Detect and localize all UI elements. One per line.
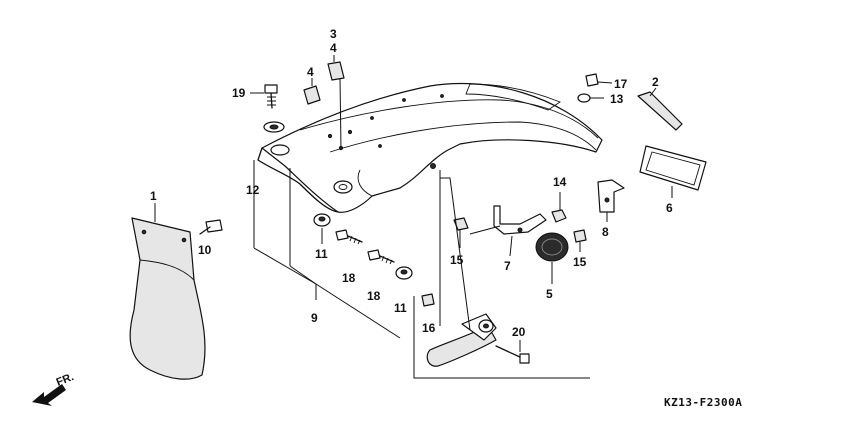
front-direction-arrow: FR. bbox=[32, 371, 76, 406]
label-8: 8 bbox=[602, 225, 609, 239]
bolt-18-lower bbox=[367, 249, 395, 265]
label-2: 2 bbox=[652, 75, 659, 89]
washer-13 bbox=[577, 93, 604, 103]
label-9: 9 bbox=[311, 311, 318, 325]
collar-11-lower bbox=[395, 266, 413, 280]
label-6: 6 bbox=[666, 201, 673, 215]
label-18-lower: 18 bbox=[367, 289, 381, 303]
label-11-lower: 11 bbox=[394, 301, 407, 315]
assembly-frame bbox=[413, 170, 590, 379]
reflector-6 bbox=[639, 145, 707, 198]
label-17: 17 bbox=[614, 77, 628, 91]
clip-4-left bbox=[303, 78, 321, 105]
bracket-8 bbox=[597, 179, 625, 222]
diagram-code: KZ13-F2300A bbox=[664, 396, 742, 409]
label-7: 7 bbox=[504, 259, 511, 273]
bolt-10 bbox=[199, 219, 223, 235]
bolt-17 bbox=[585, 73, 613, 87]
clip-3-4 bbox=[327, 55, 345, 151]
label-15-left: 15 bbox=[450, 253, 464, 267]
label-13: 13 bbox=[610, 92, 624, 106]
label-12: 12 bbox=[246, 183, 260, 197]
nut-15-left bbox=[453, 217, 469, 248]
label-18-upper: 18 bbox=[342, 271, 356, 285]
label-4-upper: 4 bbox=[330, 41, 337, 55]
grommet-12 bbox=[263, 121, 285, 133]
label-14: 14 bbox=[553, 175, 567, 189]
label-3: 3 bbox=[330, 27, 337, 41]
bolt-18-upper bbox=[335, 229, 363, 245]
nut-14 bbox=[551, 192, 567, 223]
kit-9-bracket bbox=[253, 160, 401, 339]
part-labels: 1 2 3 4 4 5 6 7 8 9 10 11 11 12 13 14 15… bbox=[150, 27, 673, 339]
label-10: 10 bbox=[198, 243, 212, 257]
collar-11-upper bbox=[313, 213, 331, 244]
nut-15-right bbox=[573, 229, 587, 252]
stay-7 bbox=[469, 205, 547, 257]
bolt-19 bbox=[250, 84, 278, 109]
label-4-left: 4 bbox=[307, 65, 314, 79]
nut-16 bbox=[421, 293, 435, 307]
mud-flap bbox=[129, 203, 206, 380]
fr-label: FR. bbox=[55, 371, 76, 389]
rear-fender bbox=[257, 82, 603, 213]
grab-rail-20 bbox=[426, 313, 530, 367]
label-15-right: 15 bbox=[573, 255, 587, 269]
label-11-upper: 11 bbox=[315, 247, 328, 261]
label-19: 19 bbox=[232, 86, 246, 100]
reflector-5 bbox=[535, 232, 569, 284]
label-1: 1 bbox=[150, 189, 157, 203]
label-16: 16 bbox=[422, 321, 436, 335]
label-20: 20 bbox=[512, 325, 526, 339]
label-5: 5 bbox=[546, 287, 553, 301]
strip-2 bbox=[637, 87, 683, 131]
